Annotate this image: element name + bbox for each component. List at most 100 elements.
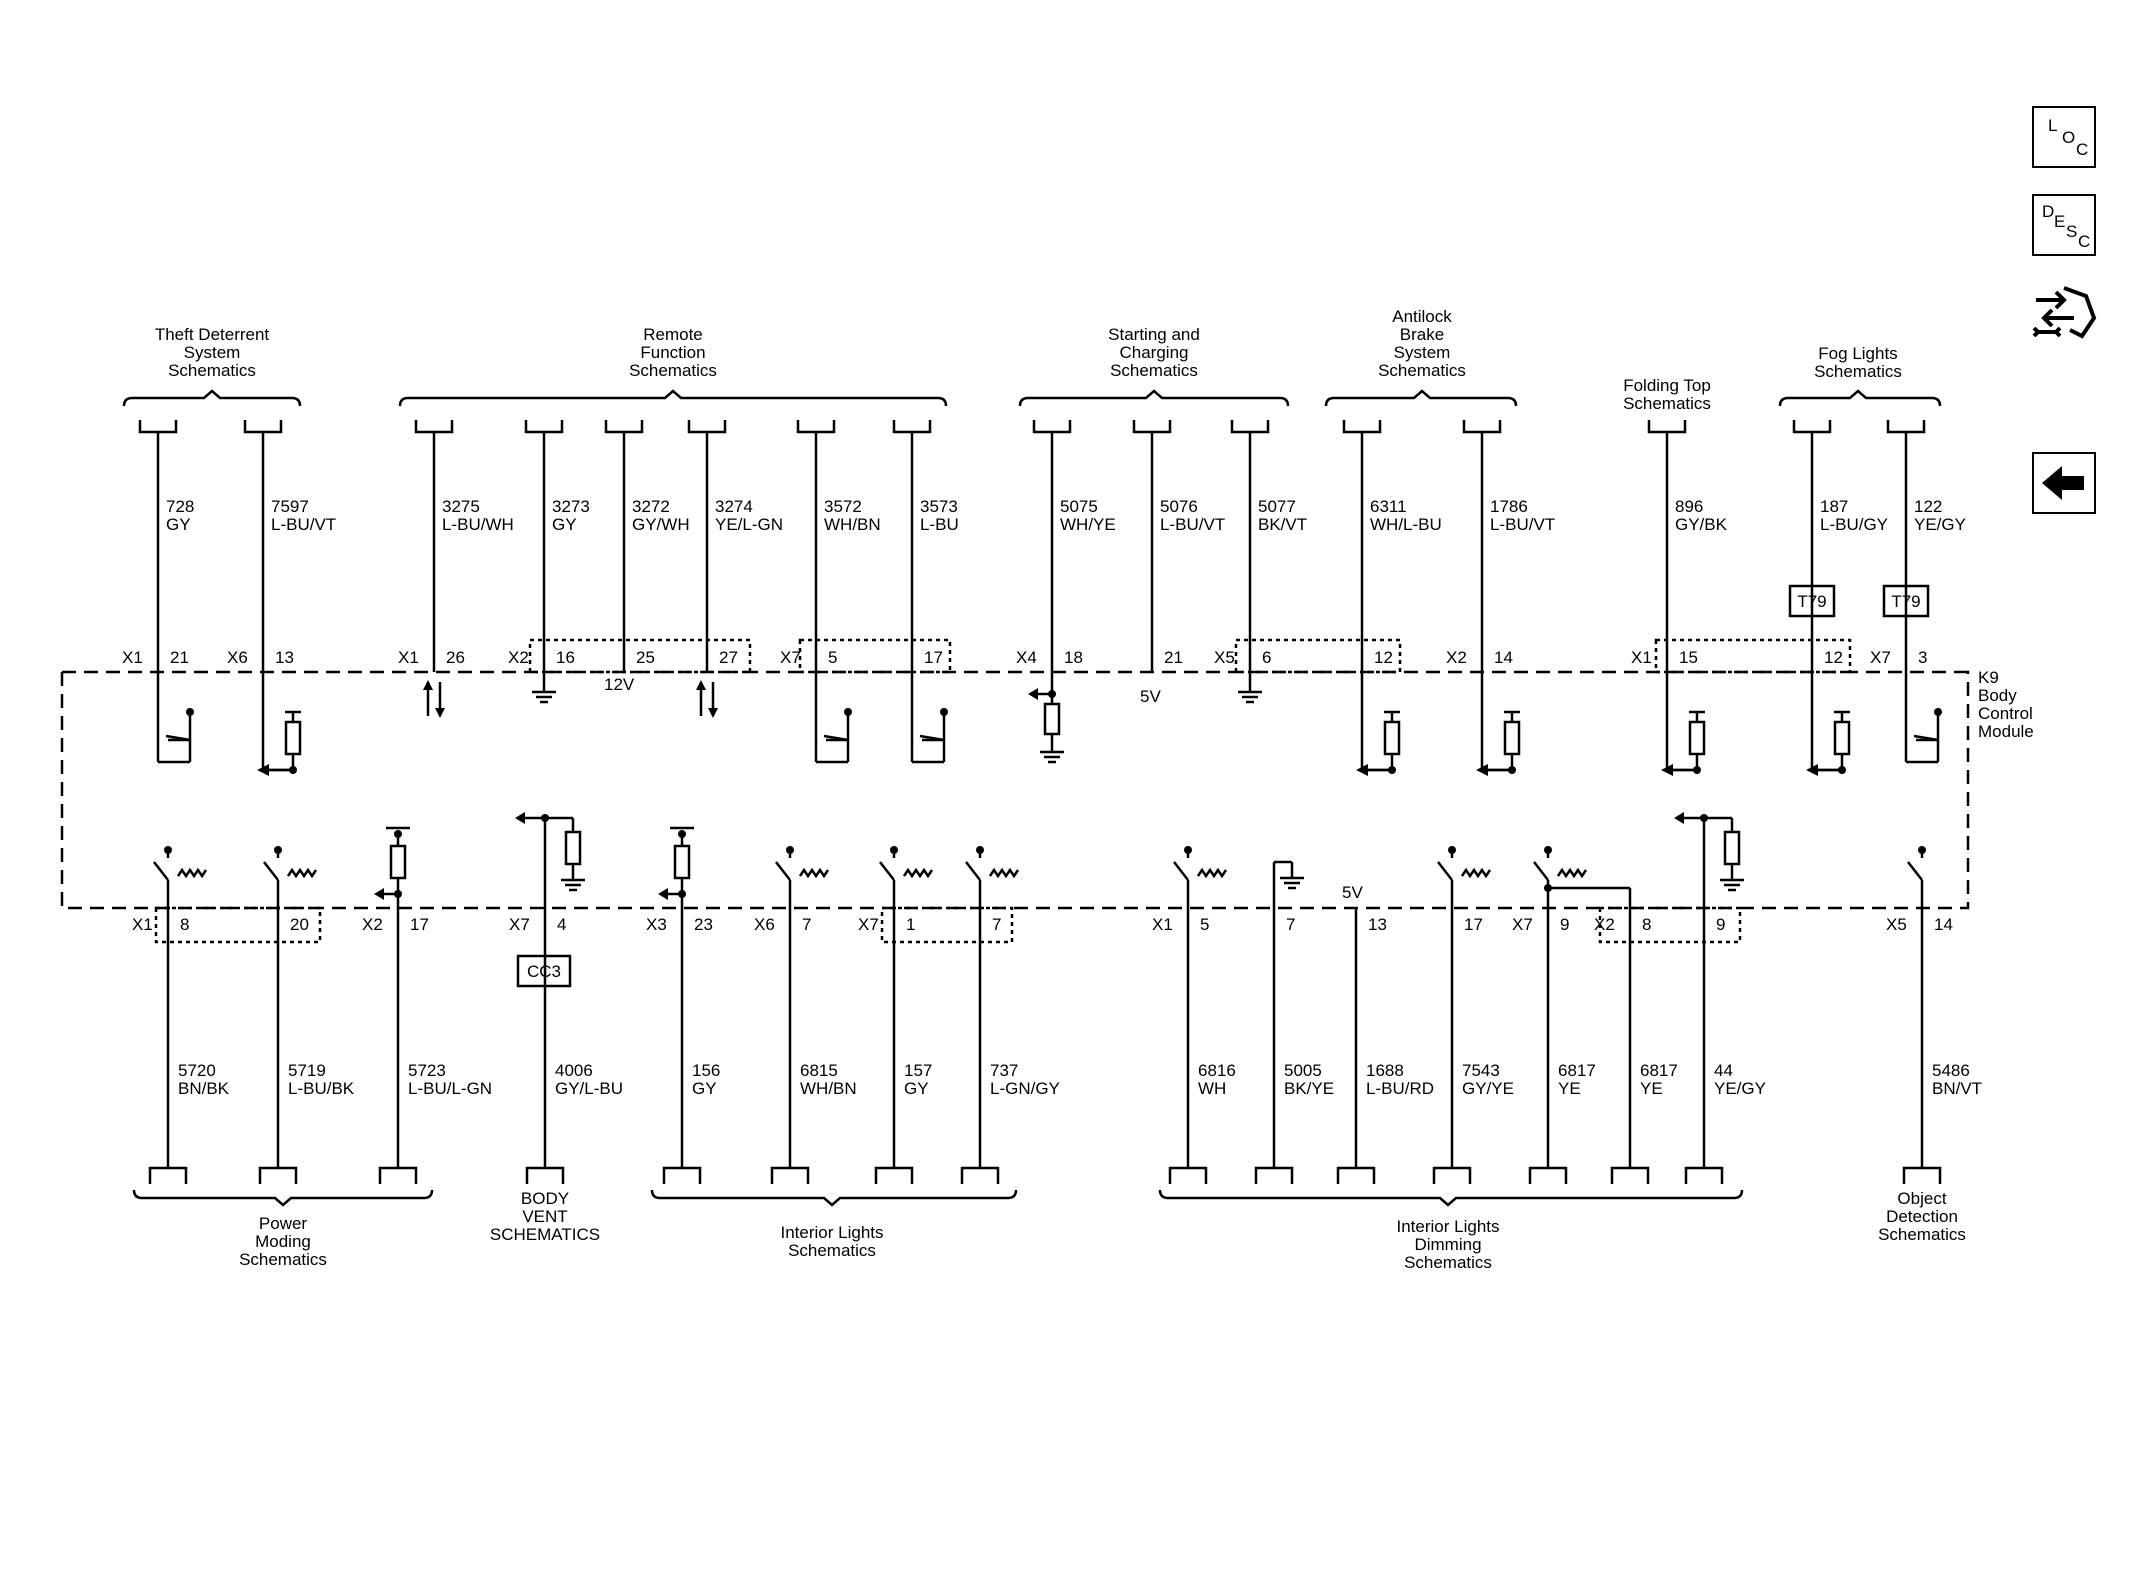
- top-group-label: Charging: [1120, 343, 1189, 362]
- wire-color: YE: [1640, 1079, 1663, 1098]
- pin-number: 14: [1934, 915, 1953, 934]
- circuit-number: 5076: [1160, 497, 1198, 516]
- switch-contact: [1544, 846, 1552, 854]
- top-group-label: Schematics: [1623, 394, 1711, 413]
- resistor: [1043, 702, 1061, 736]
- connector-cavity: [687, 420, 727, 434]
- location-button[interactable]: L O C: [2032, 106, 2096, 168]
- wire-color: L-BU/BK: [288, 1079, 355, 1098]
- circuit-number: 728: [166, 497, 194, 516]
- wire-color: YE/L-GN: [715, 515, 783, 534]
- inline-connector: [516, 954, 572, 988]
- circuit-number: 4006: [555, 1061, 593, 1080]
- bottom-group-label: Moding: [255, 1232, 311, 1251]
- pin-number: 13: [275, 648, 294, 667]
- wire-color: L-BU/WH: [442, 515, 514, 534]
- pin-number: 7: [802, 915, 811, 934]
- bottom-group-label: Interior Lights: [781, 1223, 884, 1242]
- pin-number: 17: [1464, 915, 1483, 934]
- arrow-head: [1806, 764, 1818, 776]
- top-group-label: Antilock: [1392, 307, 1452, 326]
- pin-number: 8: [180, 915, 189, 934]
- connector-id: X2: [1446, 648, 1467, 667]
- top-group-label: Starting and: [1108, 325, 1200, 344]
- pulse-symbol: [286, 867, 318, 879]
- bottom-group-label: Object: [1897, 1189, 1946, 1208]
- junction: [1048, 690, 1056, 698]
- top-group-label: Schematics: [168, 361, 256, 380]
- module-label: K9: [1978, 668, 1999, 687]
- pin-number: 23: [694, 915, 713, 934]
- connector-cavity: [1886, 420, 1926, 434]
- connector-cavity: [960, 1166, 1000, 1184]
- description-button[interactable]: D E S C: [2032, 194, 2096, 256]
- top-group-bracket: [1324, 389, 1518, 407]
- bottom-group-bracket: [1158, 1189, 1744, 1207]
- connector-cavity: [604, 420, 644, 434]
- connector-cavity: [1432, 1166, 1472, 1184]
- junction: [394, 890, 402, 898]
- bottom-group-label: VENT: [522, 1207, 567, 1226]
- connector-id: X7: [1870, 648, 1891, 667]
- junction: [678, 890, 686, 898]
- switch-contact: [976, 846, 984, 854]
- voltage-label-5v: 5V: [1342, 883, 1363, 902]
- arrow-head: [696, 680, 706, 690]
- junction: [394, 830, 402, 838]
- top-group-label: Schematics: [1814, 362, 1902, 381]
- top-group-label: Schematics: [1110, 361, 1198, 380]
- connector-cavity: [1528, 1166, 1568, 1184]
- top-group-bracket: [398, 389, 948, 407]
- wire-color: L-BU/GY: [1820, 515, 1888, 534]
- pin-number: 27: [719, 648, 738, 667]
- back-arrow-button[interactable]: [2032, 452, 2096, 514]
- pin-number: 7: [992, 915, 1001, 934]
- module-boundary-left-bottom: [60, 670, 1970, 910]
- desc-letter-e: E: [2054, 212, 2066, 231]
- switch-contact: [164, 846, 172, 854]
- connector-cavity: [1462, 420, 1502, 434]
- wire-color: GY/YE: [1462, 1079, 1514, 1098]
- pin-number: 5: [1200, 915, 1209, 934]
- connector-id: X6: [754, 915, 775, 934]
- arrow-head: [1661, 764, 1673, 776]
- top-group-label: Theft Deterrent: [155, 325, 270, 344]
- junction: [1838, 766, 1846, 774]
- module-label: Module: [1978, 722, 2034, 741]
- switch-blade: [775, 861, 791, 881]
- pin-number: 14: [1494, 648, 1513, 667]
- resistor: [1723, 830, 1741, 866]
- switch-contact: [1448, 846, 1456, 854]
- circuit-number: 5005: [1284, 1061, 1322, 1080]
- inline-connector: [1788, 584, 1836, 618]
- connector-id: X5: [1214, 648, 1235, 667]
- junction: [1508, 766, 1516, 774]
- connector-id: X2: [1594, 915, 1615, 934]
- connector-end-view-icon[interactable]: [2030, 278, 2100, 348]
- wire-color: GY: [166, 515, 191, 534]
- loc-letter-l: L: [2048, 116, 2058, 135]
- circuit-number: 5486: [1932, 1061, 1970, 1080]
- circuit-number: 44: [1714, 1061, 1733, 1080]
- connector-cavity: [525, 1166, 565, 1184]
- bottom-group-label: Schematics: [1878, 1225, 1966, 1244]
- switch-blade: [1533, 861, 1549, 881]
- arrow-head: [257, 764, 269, 776]
- circuit-number: 6817: [1640, 1061, 1678, 1080]
- connector-cavity: [243, 420, 283, 434]
- switch-contact: [186, 708, 194, 716]
- wire-color: WH/YE: [1060, 515, 1116, 534]
- pulse-symbol: [798, 867, 830, 879]
- top-group-bracket: [1778, 389, 1942, 407]
- resistor: [564, 830, 582, 866]
- resistor: [1833, 720, 1851, 756]
- circuit-number: 3275: [442, 497, 480, 516]
- inline-connector-label: T79: [1797, 592, 1826, 611]
- switch-contact: [1934, 708, 1942, 716]
- connector-cavity: [1132, 420, 1172, 434]
- circuit-number: 1688: [1366, 1061, 1404, 1080]
- switch-blade: [263, 861, 279, 881]
- circuit-number: 5077: [1258, 497, 1296, 516]
- bottom-group-label: Detection: [1886, 1207, 1958, 1226]
